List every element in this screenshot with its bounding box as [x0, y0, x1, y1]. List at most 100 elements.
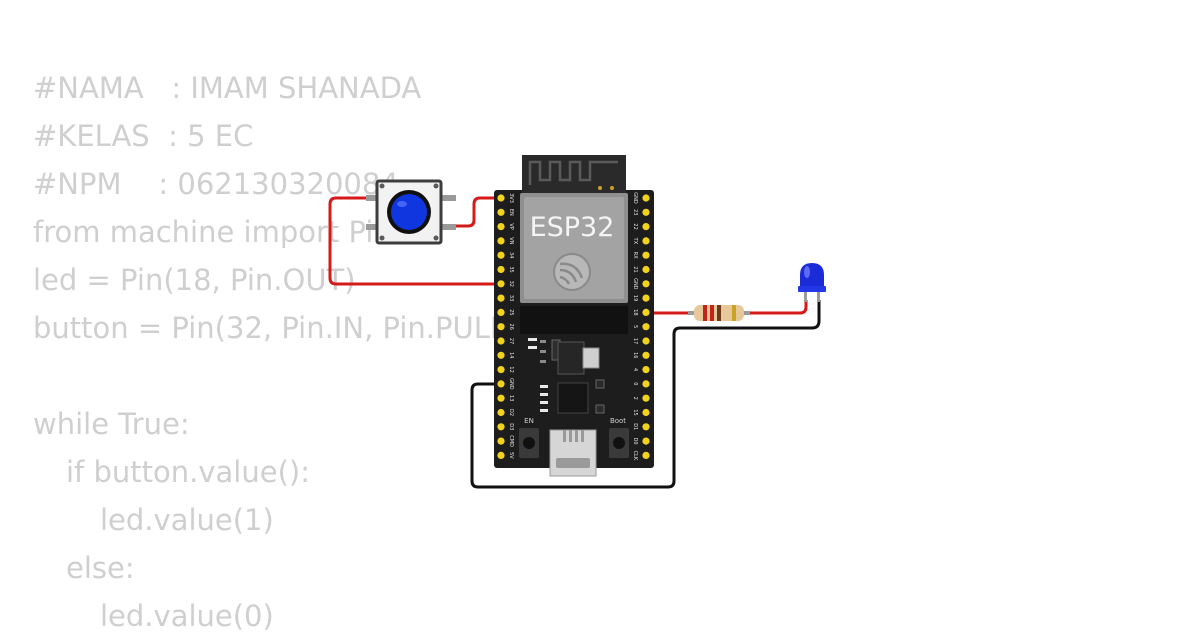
right-pin-label: 2	[632, 397, 638, 400]
right-pin[interactable]	[642, 423, 650, 431]
boot-button-label: Boot	[610, 417, 626, 425]
board-name-label: ESP32	[530, 212, 615, 243]
right-pin[interactable]	[642, 394, 650, 402]
right-pin-label: 16	[632, 352, 638, 358]
left-pin-header: 3V3ENVPVN343532332526271412GND13D2D3CMD5…	[497, 193, 514, 459]
left-pin[interactable]	[497, 280, 505, 288]
push-button[interactable]	[366, 179, 456, 245]
right-pin[interactable]	[642, 223, 650, 231]
right-pin[interactable]	[642, 323, 650, 331]
left-pin[interactable]	[497, 394, 505, 402]
left-pin-label: 35	[508, 266, 514, 272]
right-pin[interactable]	[642, 208, 650, 216]
right-pin[interactable]	[642, 351, 650, 359]
left-pin-label: 14	[508, 352, 514, 358]
left-pin[interactable]	[497, 208, 505, 216]
left-pin-label: 25	[508, 309, 514, 315]
left-pin[interactable]	[497, 251, 505, 259]
button-power-wire[interactable]	[456, 196, 501, 228]
code-line-npm: #NPM : 062130320084	[33, 167, 399, 201]
code-line-name: #NAMA : IMAM SHANADA	[33, 71, 422, 105]
right-pin[interactable]	[642, 280, 650, 288]
left-pin[interactable]	[497, 308, 505, 316]
left-pin[interactable]	[497, 294, 505, 302]
left-pin-label: VP	[508, 223, 514, 229]
espressif-logo-icon	[553, 253, 591, 291]
code-line-while: while True:	[33, 407, 190, 441]
left-pin[interactable]	[497, 237, 505, 245]
left-pin[interactable]	[497, 366, 505, 374]
left-pin-label: CMD	[508, 435, 514, 447]
left-pin-label: D3	[508, 423, 514, 430]
code-line-else: else:	[66, 551, 135, 585]
en-button-label: EN	[524, 417, 534, 425]
right-pin-label: 17	[632, 338, 638, 344]
left-pin[interactable]	[497, 223, 505, 231]
right-pin-label: 5	[632, 325, 638, 328]
right-pin[interactable]	[642, 308, 650, 316]
right-pin-label: RX	[632, 252, 638, 259]
left-pin[interactable]	[497, 265, 505, 274]
right-pin-label: 15	[632, 409, 638, 415]
ground-wire[interactable]	[470, 300, 821, 489]
left-pin[interactable]	[497, 437, 505, 445]
button-signal-wire[interactable]	[328, 196, 501, 286]
right-pin-label: 22	[632, 223, 638, 229]
right-pin-label: 23	[632, 209, 638, 215]
left-pin-label: 5V	[508, 452, 514, 459]
resistor[interactable]	[688, 305, 750, 321]
right-pin-label: 21	[632, 266, 638, 272]
left-pin[interactable]	[497, 423, 505, 431]
left-pin[interactable]	[497, 337, 505, 345]
left-pin-label: 27	[508, 338, 514, 344]
left-pin-label: 33	[508, 295, 514, 301]
right-pin[interactable]	[642, 265, 650, 274]
right-pin-label: D0	[632, 438, 638, 445]
left-pin-label: VN	[508, 237, 514, 244]
left-pin[interactable]	[497, 380, 505, 388]
code-line-led-off: led.value(0)	[100, 599, 274, 633]
left-pin-label: EN	[508, 209, 514, 216]
code-line-import: from machine import Pin	[33, 215, 392, 249]
right-pin-label: D1	[632, 423, 638, 430]
right-pin[interactable]	[642, 294, 650, 302]
code-line-class: #KELAS : 5 EC	[33, 119, 254, 153]
left-pin-label: 32	[508, 281, 514, 287]
right-pin[interactable]	[642, 437, 650, 445]
resistor-led-wire[interactable]	[748, 300, 808, 315]
usb-connector	[549, 429, 597, 477]
right-pin-label: 19	[632, 295, 638, 301]
right-pin-label: GND	[632, 192, 638, 204]
right-pin-label: GND	[632, 278, 638, 290]
left-pin-label: D2	[508, 409, 514, 416]
code-line-led-on: led.value(1)	[100, 503, 274, 537]
right-pin-label: 18	[632, 309, 638, 315]
left-pin[interactable]	[497, 351, 505, 359]
right-pin[interactable]	[642, 408, 650, 417]
right-pin[interactable]	[642, 251, 650, 259]
code-line-led-def: led = Pin(18, Pin.OUT)	[33, 263, 356, 297]
right-pin-label: TX	[632, 237, 638, 245]
left-pin[interactable]	[497, 323, 505, 331]
right-pin[interactable]	[642, 194, 650, 202]
code-line-if: if button.value():	[66, 455, 310, 489]
left-pin-label: 12	[508, 366, 514, 372]
en-button[interactable]	[519, 428, 539, 458]
right-pin[interactable]	[642, 337, 650, 345]
button-cap-icon	[391, 194, 427, 230]
left-pin[interactable]	[497, 194, 505, 202]
left-pin[interactable]	[497, 451, 505, 459]
left-pin[interactable]	[497, 408, 505, 417]
boot-button[interactable]	[609, 428, 629, 458]
esp32-board[interactable]: ESP32 EN Boot	[494, 155, 654, 477]
right-pin[interactable]	[642, 366, 650, 374]
right-pin-label: CLK	[632, 451, 638, 461]
left-pin-label: 26	[508, 324, 514, 330]
right-pin[interactable]	[642, 237, 650, 245]
right-pin[interactable]	[642, 380, 650, 388]
right-pin-label: 0	[632, 382, 638, 385]
right-pin[interactable]	[642, 451, 650, 459]
blue-led[interactable]	[798, 263, 826, 302]
